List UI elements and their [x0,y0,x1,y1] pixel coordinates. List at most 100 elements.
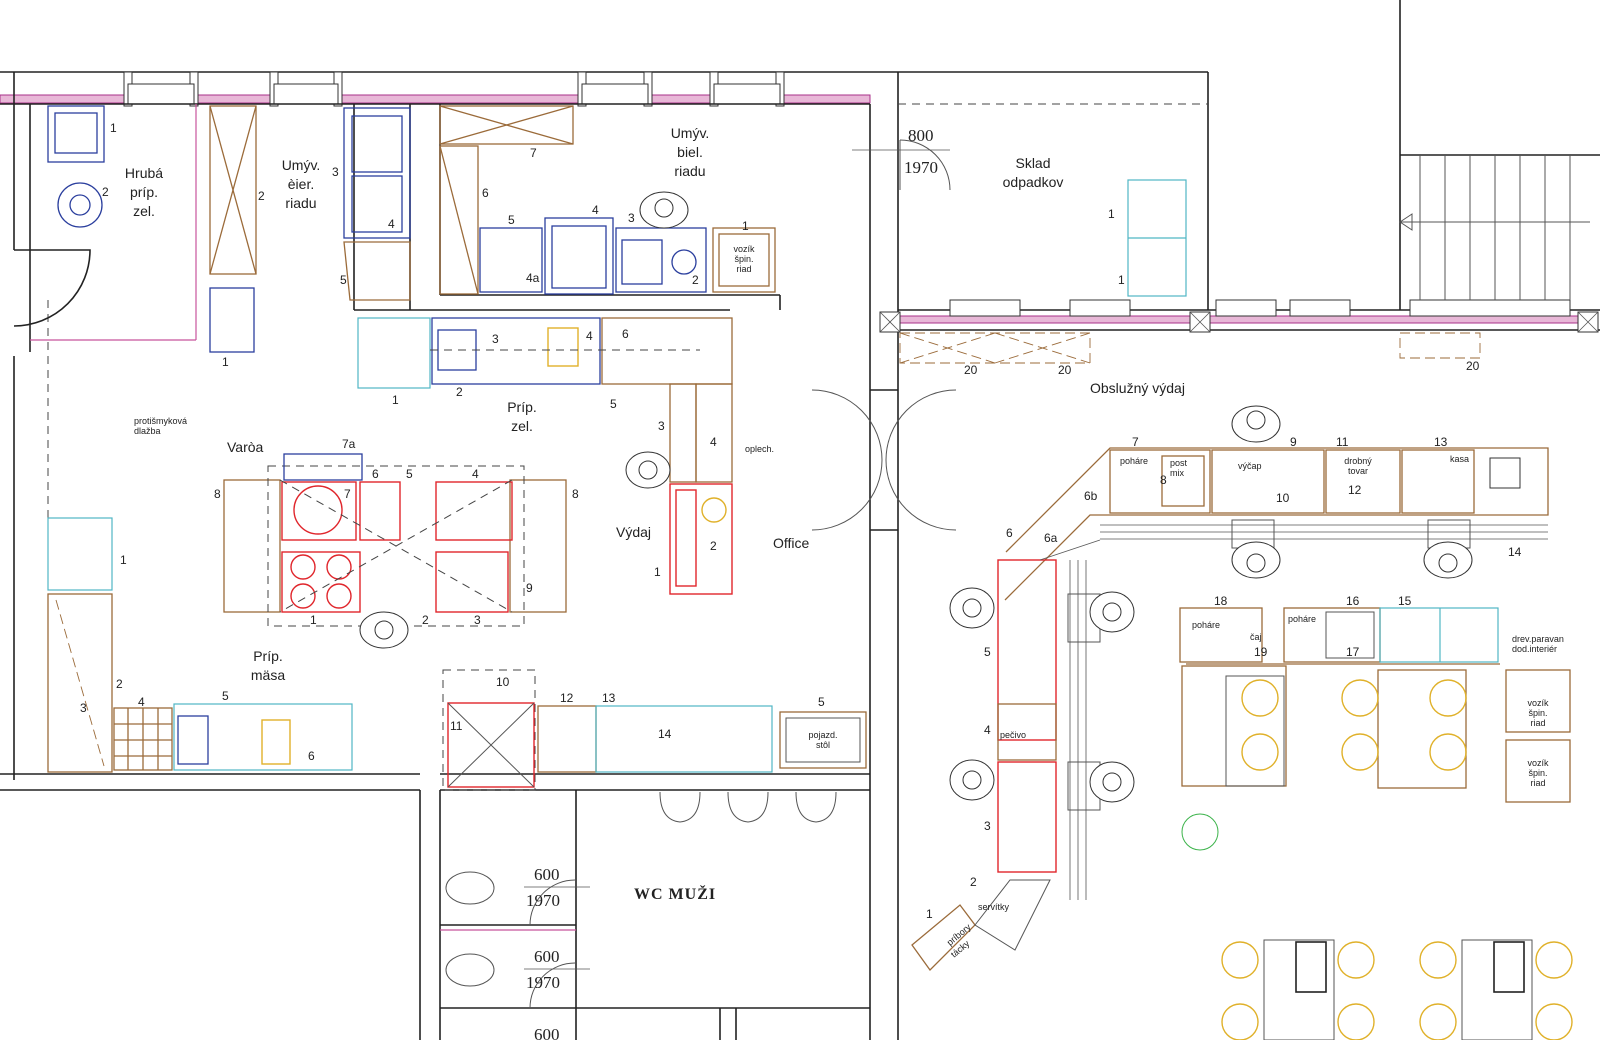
num-hruba-1: 1 [110,121,117,135]
protismyk-line2: dlažba [134,426,161,436]
num-cier-4: 4 [388,217,395,231]
num-varna-7a: 7a [342,437,356,451]
post-mix-line1: post [1170,458,1188,468]
num-serv-14: 14 [1508,545,1522,559]
protismyk-line1: protišmyková [134,416,187,426]
num-cier-5: 5 [340,273,347,287]
pohare-2-label: poháre [1192,620,1220,630]
num-serv-9: 9 [1290,435,1297,449]
room-labels: Hrubá príp. zel. Umýv. èier. riadu Umýv.… [125,125,1185,903]
num-masa-5b: 5 [818,695,825,709]
vozik-1-line3: riad [736,264,751,274]
num-cier-3: 3 [332,165,339,179]
kasa-label: kasa [1450,454,1469,464]
vozik-1-line2: špin. [734,254,753,264]
umyv-cier-equipment [343,107,411,301]
num-varna-8b: 8 [572,487,579,501]
num-serv-16: 16 [1346,594,1360,608]
vozik-2-line1: vozík [1527,698,1549,708]
serving-facade [879,299,1600,364]
door-tag-3-height: 1970 [526,973,560,992]
num-vydaj-1: 1 [654,565,661,579]
num-serv-15: 15 [1398,594,1412,608]
pohare-3-label: poháre [1288,614,1316,624]
servitky-label: servítky [978,902,1010,912]
caj-label: čaj [1250,632,1262,642]
room-hruba-line2: príp. [130,184,158,200]
num-biel-2: 2 [692,273,699,287]
num-varna-4: 4 [472,467,479,481]
pojazd-line2: stôl [816,740,830,750]
oplech-label: oplech. [745,444,774,454]
num-serv-6b: 6b [1084,489,1098,503]
dining-tables [1181,675,1573,1040]
num-facade-20c: 20 [1466,359,1480,373]
vydaj-counter [669,483,733,595]
num-biel-4a: 4a [526,271,540,285]
room-hruba-line3: zel. [133,203,155,219]
drev-line1: drev.paravan [1512,634,1564,644]
num-varna-3: 3 [474,613,481,627]
drinks-counter [1179,607,1571,803]
vycap-label: výčap [1238,461,1262,471]
drobny-line1: drobný [1344,456,1372,466]
room-varna: Varòa [227,439,264,455]
num-masa-10: 10 [496,675,510,689]
num-masa-4: 4 [138,695,145,709]
num-masa-2: 2 [116,677,123,691]
vozik-2-line2: špin. [1528,708,1547,718]
umyv-biel-equipment [439,105,776,295]
door-tags: 800 1970 600 1970 600 1970 600 [524,126,950,1040]
num-masa-1: 1 [120,553,127,567]
num-hruba-2b: 2 [258,189,265,203]
num-serv-13: 13 [1434,435,1448,449]
equipment-numbers: 1 2 2 1 3 4 5 7 6 5 4 3 4a 2 1 1 1 1 2 3… [80,121,1522,921]
equipment-labels: protišmyková dlažba vozík špin. riad voz… [134,244,1564,960]
num-serv-7: 7 [1132,435,1139,449]
north-facade [0,71,1209,310]
serving-counter [911,447,1549,972]
room-umyv-cier-line3: riadu [285,195,316,211]
num-serv-4: 4 [984,723,991,737]
room-prip-masa-line1: Príp. [253,648,283,664]
num-zel-4: 4 [586,329,593,343]
num-serv-18: 18 [1214,594,1228,608]
room-sklad-line2: odpadkov [1003,174,1064,190]
num-zel-2: 2 [456,385,463,399]
doors [13,139,957,1009]
num-serv-3: 3 [984,819,991,833]
num-varna-2: 2 [422,613,429,627]
room-umyv-cier-line1: Umýv. [282,157,321,173]
room-vydaj: Výdaj [616,524,651,540]
num-biel-3: 3 [628,211,635,225]
pojazd-line1: pojazd. [808,730,837,740]
room-umyv-cier-line2: èier. [288,176,314,192]
num-serv-19: 19 [1254,645,1268,659]
num-biel-7: 7 [530,146,537,160]
num-hruba-2: 2 [102,185,109,199]
staircase [1399,0,1600,310]
num-facade-20b: 20 [1058,363,1072,377]
num-serv-12: 12 [1348,483,1362,497]
vozik-3-line2: špin. [1528,768,1547,778]
num-serv-6a: 6a [1044,531,1058,545]
num-zel-1: 1 [392,393,399,407]
num-sklad-1: 1 [1108,207,1115,221]
door-tag-2-width: 600 [534,865,560,884]
room-sklad-line1: Sklad [1015,155,1050,171]
vozik-1-line1: vozík [733,244,755,254]
vozik-3-line1: vozík [1527,758,1549,768]
num-masa-3: 3 [80,701,87,715]
room-prip-masa-line2: mäsa [251,667,285,683]
vozik-2-line3: riad [1530,718,1545,728]
num-varna-6: 6 [372,467,379,481]
num-zel-3: 3 [492,332,499,346]
num-facade-20a: 20 [964,363,978,377]
room-umyv-biel-line1: Umýv. [671,125,710,141]
door-tag-1-width: 800 [908,126,934,145]
num-masa-14: 14 [658,727,672,741]
room-hruba-line1: Hrubá [125,165,163,181]
num-serv-17: 17 [1346,645,1360,659]
num-masa-12: 12 [560,691,574,705]
num-serv-6: 6 [1006,526,1013,540]
